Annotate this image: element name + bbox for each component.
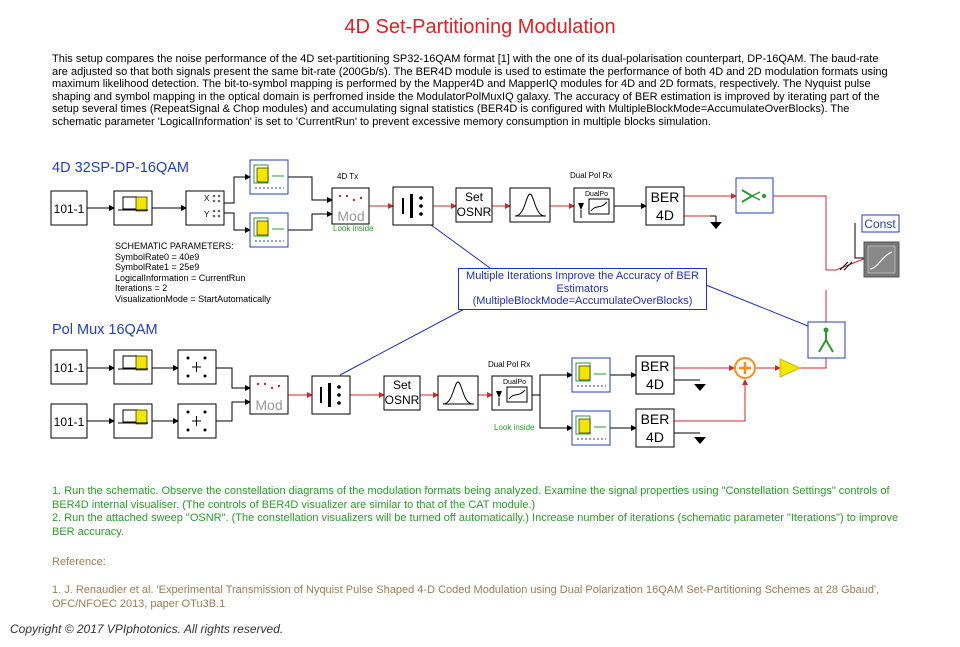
dual-pol-rx-block-top[interactable]: DualPo [573, 187, 615, 223]
wire [674, 379, 748, 422]
wire [216, 399, 251, 422]
wire [224, 212, 251, 233]
instruction-step-2: 2. Run the attached sweep "OSNR". (The c… [52, 512, 899, 538]
wire [224, 174, 251, 204]
tx4d-label: 4D Tx [337, 172, 359, 181]
prbs-block-top[interactable]: 101-1 [50, 190, 88, 226]
pointer-line [700, 282, 809, 327]
polarization-block-top[interactable] [392, 186, 434, 226]
chop-block-bottom-lower[interactable] [571, 410, 611, 446]
osnr-label: OSNR [457, 205, 492, 219]
prbs-block-bottom-1[interactable]: 101-1 [50, 349, 88, 385]
x-label: X [204, 194, 210, 203]
set-label: Set [393, 378, 412, 392]
dual-pol-rx-block-bottom[interactable]: DualPo [491, 375, 533, 411]
dual-pol-rx-top-label: Dual Pol Rx [570, 171, 613, 180]
iterations-callout: Multiple Iterations Improve the Accuracy… [458, 268, 707, 310]
pointer-line [339, 305, 471, 376]
copyright-notice: Copyright © 2017 VPIphotonics. All right… [10, 622, 284, 636]
section-title-polmux: Pol Mux 16QAM [52, 322, 158, 338]
prbs-label: 101-1 [54, 361, 85, 375]
const-label: Const [864, 217, 896, 231]
set-label: Set [465, 190, 484, 204]
wire [773, 195, 827, 270]
modulator-galaxy-bottom[interactable]: Mod [249, 375, 289, 415]
reference-heading: Reference: [52, 556, 106, 568]
mapper4d-block[interactable]: X Y [185, 190, 225, 226]
filter-block-bottom[interactable] [437, 375, 479, 411]
filter-block-top[interactable] [509, 187, 551, 223]
multi-input-marker [839, 261, 853, 271]
wire [539, 395, 573, 431]
null-sinks-bottom [674, 379, 706, 444]
wire [216, 367, 251, 391]
set-osnr-block-bottom[interactable]: Set OSNR [383, 375, 421, 411]
amplifier-triangle[interactable] [779, 358, 802, 378]
page-title: 4D Set-Partitioning Modulation [344, 16, 616, 38]
chop-block-top-lower[interactable] [249, 212, 289, 248]
setup-description: This setup compares the noise performanc… [52, 53, 888, 128]
mapper-iq-block-1[interactable] [177, 349, 217, 385]
repeat-signal-block-top[interactable] [113, 190, 153, 226]
ber-label: BER [651, 189, 680, 205]
chop-block-bottom-upper[interactable] [571, 357, 611, 393]
y-label: Y [204, 210, 210, 219]
wire [826, 257, 867, 271]
repeat-signal-block-bottom-2[interactable] [113, 403, 153, 439]
wire [288, 211, 333, 231]
dual-pol-rx-bottom-label: Dual Pol Rx [488, 360, 531, 369]
pointer-line [426, 221, 491, 269]
look-inside-top: Look inside [333, 224, 374, 233]
chop-block-top-upper[interactable] [249, 159, 289, 195]
mapper-iq-block-2[interactable] [177, 403, 217, 439]
look-inside-bottom: Look inside [494, 423, 535, 432]
4d-label: 4D [656, 207, 674, 223]
top-wires [87, 174, 867, 340]
instructions: 1. Run the schematic. Observe the conste… [52, 485, 912, 539]
const-block[interactable]: Const [861, 214, 900, 233]
wire [800, 358, 827, 369]
4d-label: 4D [646, 376, 664, 392]
section-title-4d: 4D 32SP-DP-16QAM [52, 160, 189, 176]
callout-pointers [339, 221, 809, 376]
ber-label: BER [641, 358, 670, 374]
prbs-label: 101-1 [54, 202, 85, 216]
dualpo-label: DualPo [585, 191, 608, 198]
ber4d-block-bottom-2[interactable]: BER 4D [635, 408, 675, 448]
mod-label: Mod [255, 397, 282, 413]
optical-splitter-block[interactable] [807, 321, 846, 359]
schematic-parameters: SCHEMATIC PARAMETERS: SymbolRate0 = 40e9… [115, 241, 271, 304]
plot-visualizer-block[interactable] [863, 241, 900, 278]
wire [532, 372, 573, 396]
ber-label: BER [641, 411, 670, 427]
prbs-label: 101-1 [54, 415, 85, 429]
osnr-label: OSNR [385, 393, 420, 407]
wire [288, 176, 333, 203]
reference-text: 1. J. Renaudier et al. 'Experimental Tra… [52, 584, 880, 610]
repeat-signal-block-bottom-1[interactable] [113, 349, 153, 385]
set-osnr-block-top[interactable]: Set OSNR [455, 187, 493, 223]
ber4d-block-top[interactable]: BER 4D [645, 186, 685, 226]
wire [854, 223, 866, 259]
polarization-block-bottom[interactable] [311, 375, 351, 415]
bottom-wires [87, 358, 827, 431]
instruction-step-1: 1. Run the schematic. Observe the conste… [52, 485, 890, 511]
prbs-block-bottom-2[interactable]: 101-1 [50, 403, 88, 439]
mod-label: Mod [337, 208, 364, 224]
signal-adder[interactable] [734, 357, 756, 379]
ber4d-block-bottom-1[interactable]: BER 4D [635, 355, 675, 395]
4d-label: 4D [646, 429, 664, 445]
dualpo-label: DualPo [503, 379, 526, 386]
optical-switch-block[interactable] [735, 177, 774, 214]
modulator-galaxy-top[interactable]: Mod [331, 187, 370, 225]
null-sink-top [710, 215, 722, 229]
